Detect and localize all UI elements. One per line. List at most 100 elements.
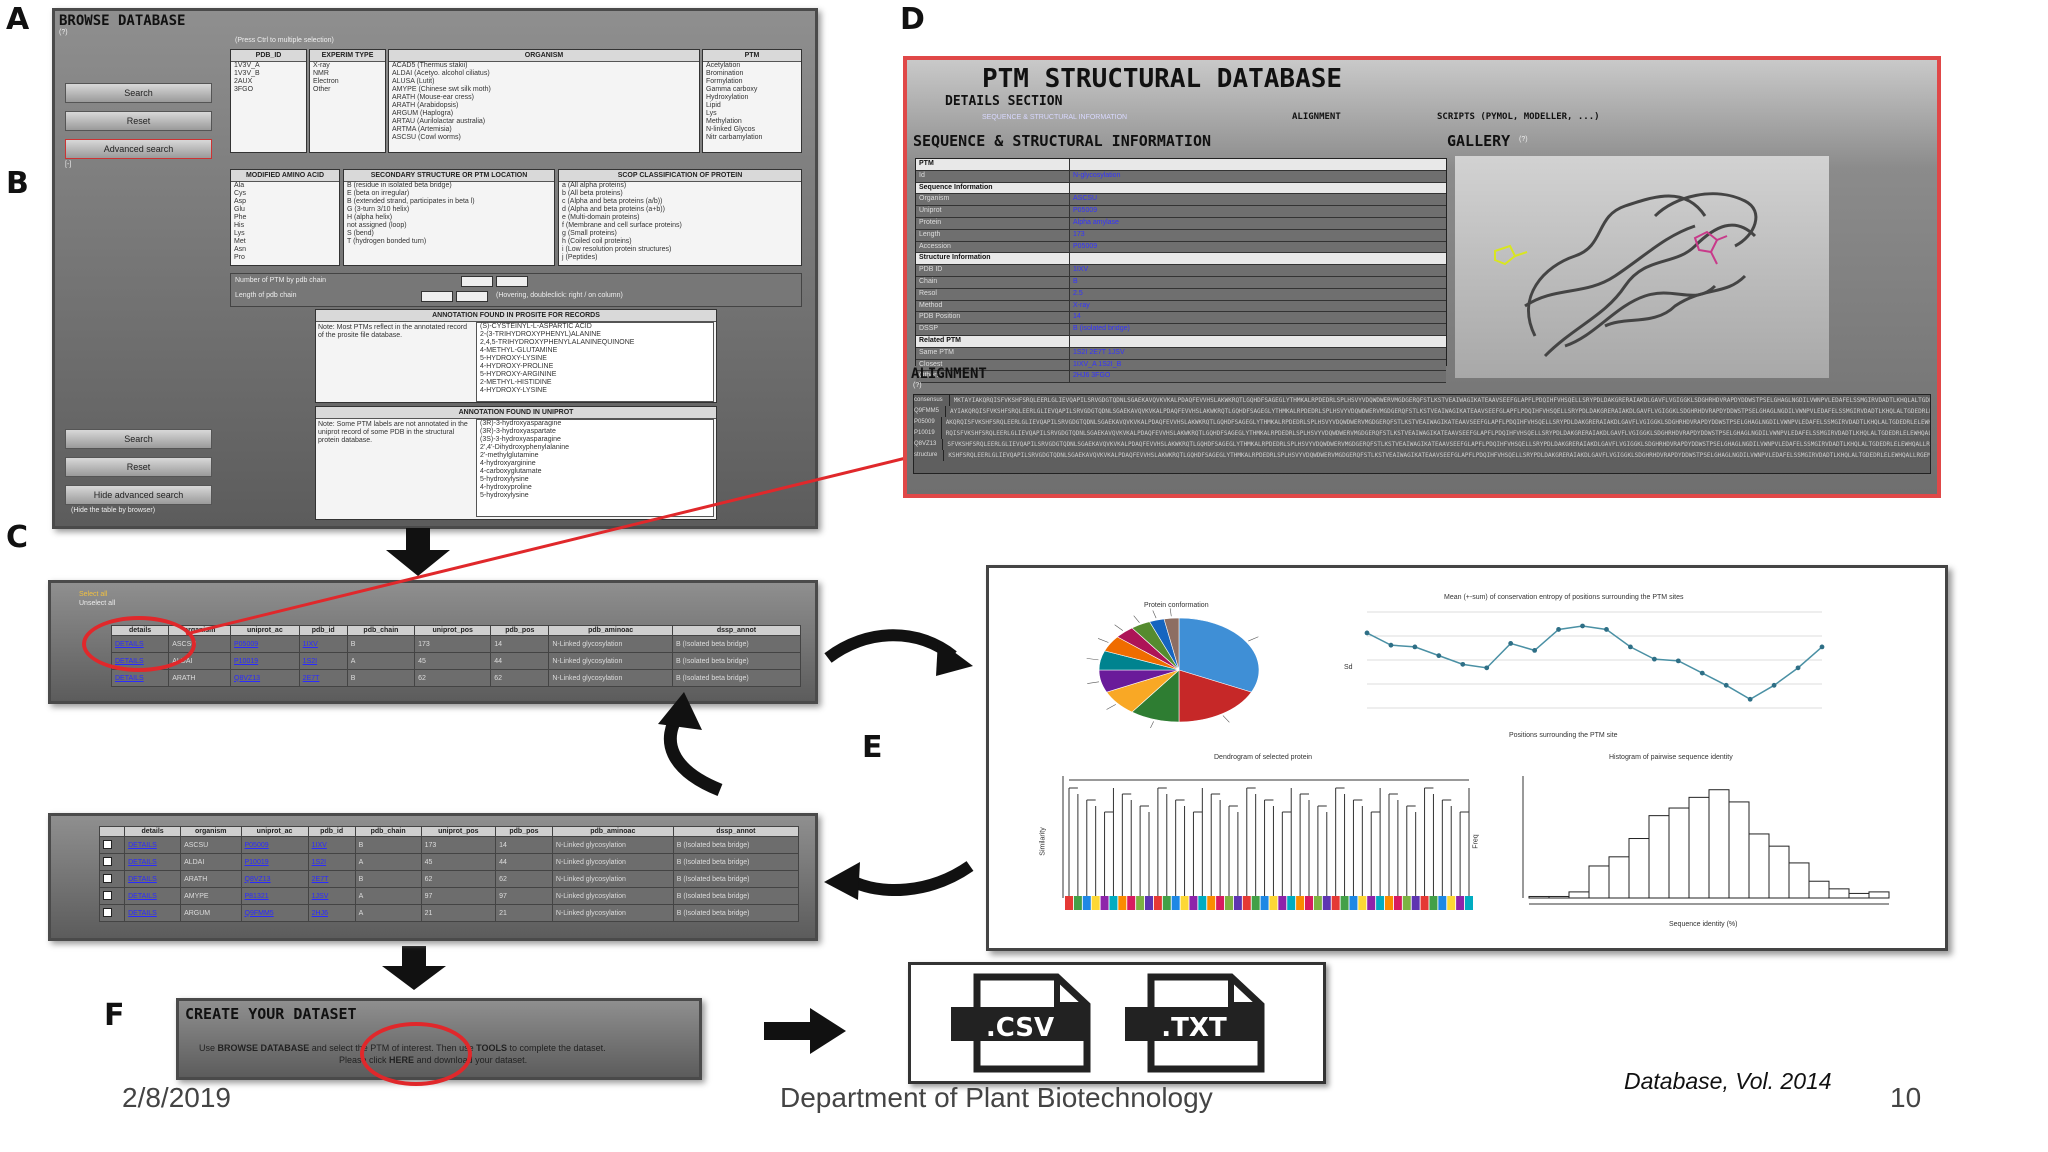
list-item[interactable]: G (3-turn 3/10 helix) (347, 206, 410, 213)
list-item[interactable]: ACAD5 (Thermus stakii) (392, 62, 468, 69)
list-item[interactable]: 2,4,5-TRIHYDROXYPHENYLALANINEQUINONE (480, 339, 635, 346)
row-checkbox[interactable] (98, 853, 126, 871)
list-item[interactable]: Cys (234, 190, 247, 197)
list-item[interactable]: 5-HYDROXY-ARGININE (480, 371, 557, 378)
list-item[interactable]: ARGUM (Haplogra) (392, 110, 454, 117)
list-item[interactable]: Met (234, 238, 246, 245)
uniprot-link[interactable]: Q8VZ13 (230, 669, 300, 687)
organism-list[interactable]: ORGANISM ACAD5 (Thermus stakii) ALDAI (A… (388, 49, 700, 153)
list-item[interactable]: Bromination (706, 70, 744, 77)
list-item[interactable]: 2AUX (234, 78, 253, 85)
pdb-link[interactable]: 2E7T (307, 870, 356, 888)
nav-scripts-tab[interactable]: SCRIPTS (PYMOL, MODELLER, ...) (1437, 112, 1600, 122)
list-item[interactable]: His (234, 222, 245, 229)
nav-alignment-tab[interactable]: ALIGNMENT (1292, 112, 1341, 122)
gallery-help[interactable]: (?) (1519, 136, 1528, 143)
list-item[interactable]: B (extended strand, participates in beta… (347, 198, 475, 205)
list-item[interactable]: Gamma carboxy (706, 86, 758, 93)
list-item[interactable]: Asn (234, 246, 247, 253)
pdb-id-list[interactable]: PDB_ID 1V3V_A 1V3V_B 2AUX 3FGO (230, 49, 307, 153)
list-item[interactable]: 3FGO (234, 86, 254, 93)
uniprot-link[interactable]: Q9FMM5 (240, 904, 309, 922)
list-item[interactable]: AMYPE (Chinese swt silk moth) (392, 86, 491, 93)
list-item[interactable]: 2-(3-TRIHYDROXYPHENYL)ALANINE (480, 331, 601, 338)
browse-help[interactable]: (?) (59, 29, 68, 36)
column-header[interactable]: pdb_pos (490, 625, 550, 636)
list-item[interactable]: Lys (706, 110, 717, 117)
pdb-link[interactable]: 1S2I (298, 652, 348, 670)
list-item[interactable]: Other (313, 86, 331, 93)
list-item[interactable]: (3S)-3-hydroxyasparagine (480, 436, 561, 443)
uniprot-link[interactable]: P81321 (240, 887, 309, 905)
list-item[interactable]: ALUSA (Lutit) (392, 78, 435, 85)
list-item[interactable]: c (Alpha and beta proteins (a/b)) (562, 198, 663, 205)
list-item[interactable]: 4-HYDROXY-LYSINE (480, 387, 547, 394)
list-item[interactable]: ASCSU (Cowl worms) (392, 134, 461, 141)
list-item[interactable]: 2-METHYL-HISTIDINE (480, 379, 552, 386)
uniprot-link[interactable]: Q8VZ13 (240, 870, 309, 888)
list-item[interactable]: S (bend) (347, 230, 374, 237)
uniprot-link[interactable]: P05009 (230, 635, 300, 653)
pdb-link[interactable]: 1IXV (298, 635, 348, 653)
list-item[interactable]: Asp (234, 198, 247, 205)
column-header[interactable]: pdb_id (298, 625, 348, 636)
column-header[interactable]: pdb_id (307, 826, 356, 837)
csv-file-icon[interactable]: .CSV (947, 973, 1107, 1078)
list-item[interactable]: N-linked Glycos (706, 126, 756, 133)
list-item[interactable]: ARTMA (Artemisia) (392, 126, 452, 133)
column-header[interactable]: dssp_annot (672, 826, 800, 837)
list-item[interactable]: Ala (234, 182, 245, 189)
reset-button[interactable]: Reset (65, 111, 212, 131)
txt-file-icon[interactable]: .TXT (1121, 973, 1281, 1078)
details-link[interactable]: DETAILS (124, 870, 182, 888)
list-item[interactable]: B (residue in isolated beta bridge) (347, 182, 452, 189)
chain-length-max-input[interactable] (456, 291, 488, 302)
column-header[interactable]: dssp_annot (671, 625, 802, 636)
ptm-list[interactable]: PTM Acetylation Bromination Formylation … (702, 49, 802, 153)
ptm-count-min-input[interactable] (461, 276, 493, 287)
list-item[interactable]: NMR (313, 70, 329, 77)
list-item[interactable]: 1V3V_B (234, 70, 260, 77)
prosite-annotation-list[interactable]: (S)-CYSTEINYL-L-ASPARTIC ACID 2-(3-TRIHY… (476, 322, 714, 402)
column-header[interactable]: pdb_aminoac (548, 625, 673, 636)
pdb-link[interactable]: 1JSV (307, 887, 356, 905)
uniprot-link[interactable]: P10019 (240, 853, 309, 871)
column-header[interactable]: details (124, 826, 182, 837)
tools-link[interactable]: TOOLS (476, 1043, 507, 1053)
advanced-search-button[interactable]: Advanced search (65, 139, 212, 159)
row-checkbox[interactable] (98, 904, 126, 922)
list-item[interactable]: ARTAU (Aurilolactar australia) (392, 118, 486, 125)
pdb-link[interactable]: 2E7T (298, 669, 348, 687)
column-header[interactable]: uniprot_ac (230, 625, 300, 636)
details-link[interactable]: DETAILS (124, 853, 182, 871)
list-item[interactable]: X-ray (313, 62, 330, 69)
list-item[interactable]: ALDAI (Acetyo. alcohol ciliatus) (392, 70, 490, 77)
list-item[interactable]: 1V3V_A (234, 62, 260, 69)
table-row[interactable]: DETAILS ASCSU P05009 1IXV B 173 14 N-Lin… (110, 635, 802, 653)
list-item[interactable]: ARATH (Arabidopsis) (392, 102, 459, 109)
list-item[interactable]: e (Multi-domain proteins) (562, 214, 640, 221)
column-header[interactable]: organism (180, 826, 242, 837)
details-link[interactable]: DETAILS (124, 887, 182, 905)
unselect-all-link[interactable]: Unselect all (79, 600, 116, 607)
list-item[interactable]: 5-HYDROXY-LYSINE (480, 355, 547, 362)
list-item[interactable]: ARATH (Mouse-ear cress) (392, 94, 474, 101)
uniprot-link[interactable]: P10019 (230, 652, 300, 670)
list-item[interactable]: Acetylation (706, 62, 741, 69)
list-item[interactable]: h (Coiled coil proteins) (562, 238, 632, 245)
pdb-link[interactable]: 1S2I (307, 853, 356, 871)
pdb-link[interactable]: 2HJ6 (307, 904, 356, 922)
pdb-link[interactable]: 1IXV (307, 836, 356, 854)
list-item[interactable]: 5-hydroxylysine (480, 492, 529, 499)
list-item[interactable]: Pro (234, 254, 245, 261)
list-item[interactable]: 4-carboxyglutamate (480, 468, 542, 475)
column-header[interactable]: uniprot_pos (420, 826, 497, 837)
secondary-structure-list[interactable]: SECONDARY STRUCTURE OR PTM LOCATION B (r… (343, 169, 555, 266)
nav-sequence-tab[interactable]: SEQUENCE & STRUCTURAL INFORMATION (982, 114, 1128, 121)
list-item[interactable]: Electron (313, 78, 339, 85)
protein-structure-image[interactable] (1455, 156, 1829, 378)
advanced-reset-button[interactable]: Reset (65, 457, 212, 477)
